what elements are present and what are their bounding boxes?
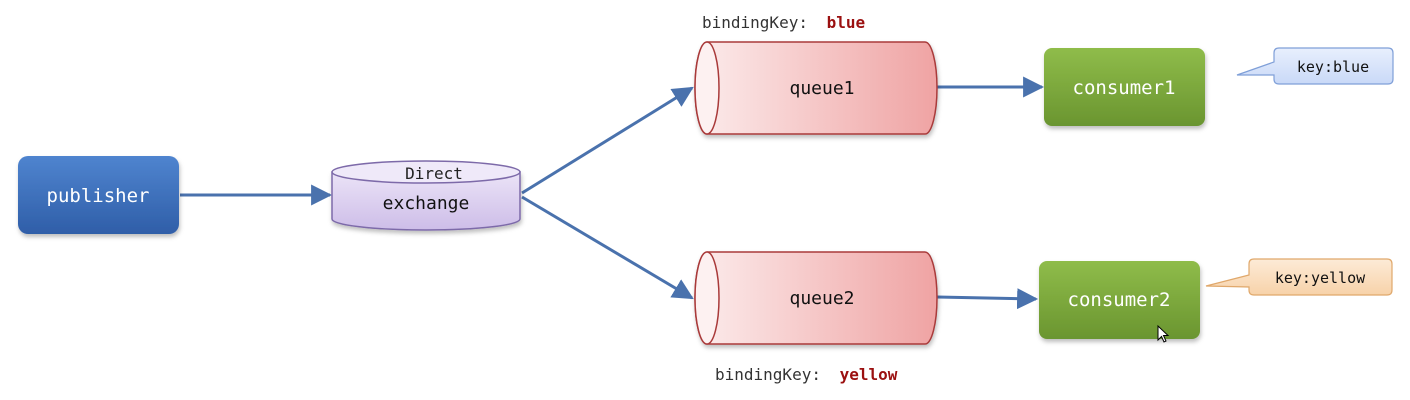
binding-key-value: yellow <box>840 365 898 384</box>
consumer1-label: consumer1 <box>1073 77 1176 99</box>
queue2-node: queue2 <box>694 251 938 345</box>
publisher-node: publisher <box>18 156 179 234</box>
mouse-pointer-icon <box>1157 324 1170 343</box>
consumer1-node: consumer1 <box>1044 48 1205 126</box>
consumer1-key-text: key:blue <box>1297 58 1369 76</box>
arrows <box>180 76 1045 310</box>
consumer1-key-callout: key:blue <box>1236 47 1394 85</box>
binding-key-prefix: bindingKey: <box>715 365 821 384</box>
consumer2-label: consumer2 <box>1068 289 1171 311</box>
consumer2-node: consumer2 <box>1039 261 1200 339</box>
queue2-label: queue2 <box>789 288 854 309</box>
queue2-binding-key: bindingKey: yellow <box>715 365 898 384</box>
arrow-exchange-to-queue1 <box>521 86 694 195</box>
binding-key-value: blue <box>827 13 866 32</box>
binding-key-prefix: bindingKey: <box>702 13 808 32</box>
queue1-node: queue1 <box>694 41 938 135</box>
publisher-label: publisher <box>47 185 150 207</box>
arrow-exchange-to-queue2 <box>521 195 694 300</box>
exchange-type-label: Direct <box>405 164 463 183</box>
queue1-binding-key: bindingKey: blue <box>702 13 865 32</box>
consumer2-key-text: key:yellow <box>1275 269 1366 287</box>
exchange-node: Direct exchange <box>331 160 521 231</box>
exchange-label: exchange <box>383 193 470 214</box>
consumer2-key-callout: key:yellow <box>1205 258 1393 296</box>
queue1-label: queue1 <box>789 78 854 99</box>
arrow-queue2-to-consumer2 <box>936 288 1039 310</box>
